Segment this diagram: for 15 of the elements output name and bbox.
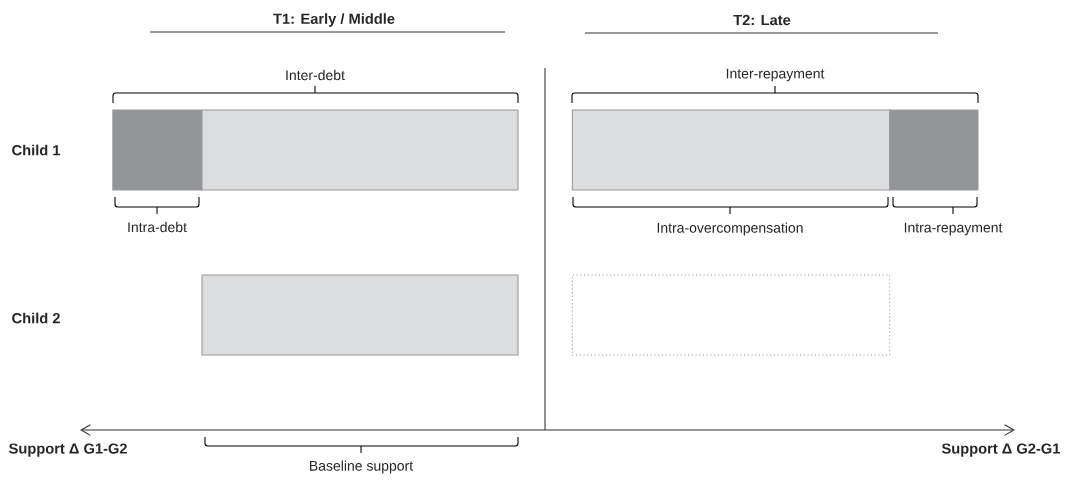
bar (112, 109, 203, 191)
period-title: T1: Early / Middle (273, 13, 395, 27)
bar (201, 274, 519, 356)
period-title: T2: Late (733, 14, 791, 26)
bar (201, 109, 519, 191)
bracket-label: Intra-repayment (904, 222, 1003, 236)
bracket-label: Baseline support (310, 460, 413, 474)
row-label: Child 2 (12, 312, 60, 324)
bracket-label: Intra-debt (128, 221, 187, 233)
axis-label: Support Δ G2-G1 (941, 443, 1060, 457)
bar (571, 109, 891, 191)
bracket-label: Intra-overcompensation (657, 222, 803, 236)
dotted-box (571, 274, 891, 356)
bar (889, 109, 979, 191)
axis-label: Support Δ G1-G2 (9, 443, 127, 457)
